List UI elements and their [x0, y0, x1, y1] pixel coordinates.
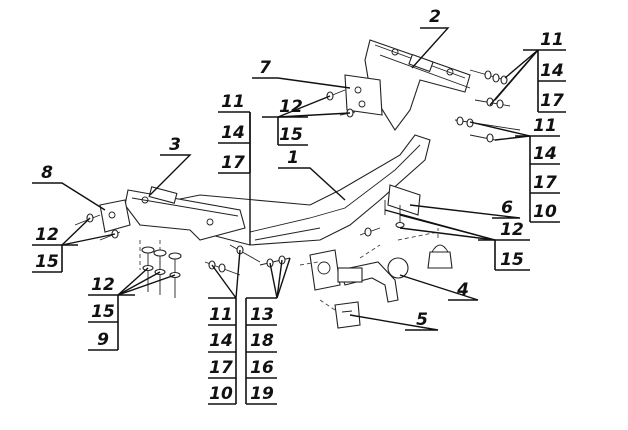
stack-left-bottom-2: 9 — [97, 330, 109, 350]
callout-labels: 1 2 3 4 5 6 7 8 — [41, 7, 513, 330]
stack-left-bracket-1: 15 — [35, 252, 59, 272]
electrical-plug — [319, 299, 361, 329]
stack-left-bottom-0: 12 — [91, 275, 115, 295]
callout-2: 2 — [429, 7, 441, 27]
stack-top-center-1: 15 — [279, 125, 303, 145]
left-side-plate — [99, 199, 131, 233]
stack-left-column-1: 14 — [221, 123, 245, 143]
callout-4: 4 — [456, 280, 469, 300]
callout-1: 1 — [287, 148, 299, 168]
stack-right-mid-2: 17 — [533, 173, 557, 193]
stack-bottom-b-2: 16 — [250, 358, 274, 378]
leader-lines — [32, 27, 539, 331]
callout-3: 3 — [169, 135, 181, 155]
stack-bottom-b-1: 18 — [250, 331, 274, 351]
callout-6: 6 — [501, 198, 513, 218]
stack-top-center-0: 12 — [279, 97, 303, 117]
right-bracket — [364, 39, 471, 131]
left-bracket — [124, 186, 246, 241]
stack-bottom-a-3: 10 — [209, 384, 233, 404]
stack-bottom-b-0: 13 — [250, 305, 274, 325]
stack-bottom-a-1: 14 — [209, 331, 233, 351]
stack-top-right-1: 14 — [540, 61, 564, 81]
stack-top-center: 12 15 — [262, 97, 308, 146]
stack-bottom-a-0: 11 — [209, 305, 233, 325]
stack-left-column: 11 14 17 — [218, 92, 251, 174]
stack-left-column-2: 17 — [221, 153, 245, 173]
upper-bracket-plate — [344, 74, 383, 116]
stack-bottom-b-3: 19 — [250, 384, 274, 404]
stack-left-bracket: 12 15 — [32, 225, 78, 273]
stack-left-bottom-1: 15 — [91, 302, 115, 322]
stack-bottom-a-2: 17 — [209, 358, 233, 378]
stack-right-mid-3: 10 — [533, 202, 557, 222]
stack-right-low-1: 15 — [500, 250, 524, 270]
stack-top-right: 11 14 17 — [523, 30, 566, 113]
stack-bottom-b: 13 18 16 19 — [245, 297, 277, 405]
stack-left-bottom: 12 15 9 — [88, 275, 135, 351]
stack-right-mid-0: 11 — [533, 116, 557, 136]
ball-cover — [427, 228, 453, 269]
right-side-plate — [387, 184, 421, 216]
stack-top-right-2: 17 — [540, 91, 564, 111]
stack-top-right-0: 11 — [540, 30, 564, 50]
callout-5: 5 — [416, 310, 428, 330]
callout-7: 7 — [259, 58, 271, 78]
stack-right-mid: 11 14 17 10 — [515, 116, 560, 223]
tow-ball-neck — [337, 257, 409, 303]
stack-left-column-0: 11 — [221, 92, 245, 112]
stack-right-low: 12 15 — [478, 220, 530, 271]
socket-plate — [309, 249, 341, 291]
stack-right-low-0: 12 — [500, 220, 524, 240]
hardware-bolts — [74, 69, 521, 298]
callout-8: 8 — [41, 163, 53, 183]
stack-right-mid-1: 14 — [533, 144, 557, 164]
stack-bottom-a: 11 14 17 10 — [208, 297, 237, 405]
stack-left-bracket-0: 12 — [35, 225, 59, 245]
